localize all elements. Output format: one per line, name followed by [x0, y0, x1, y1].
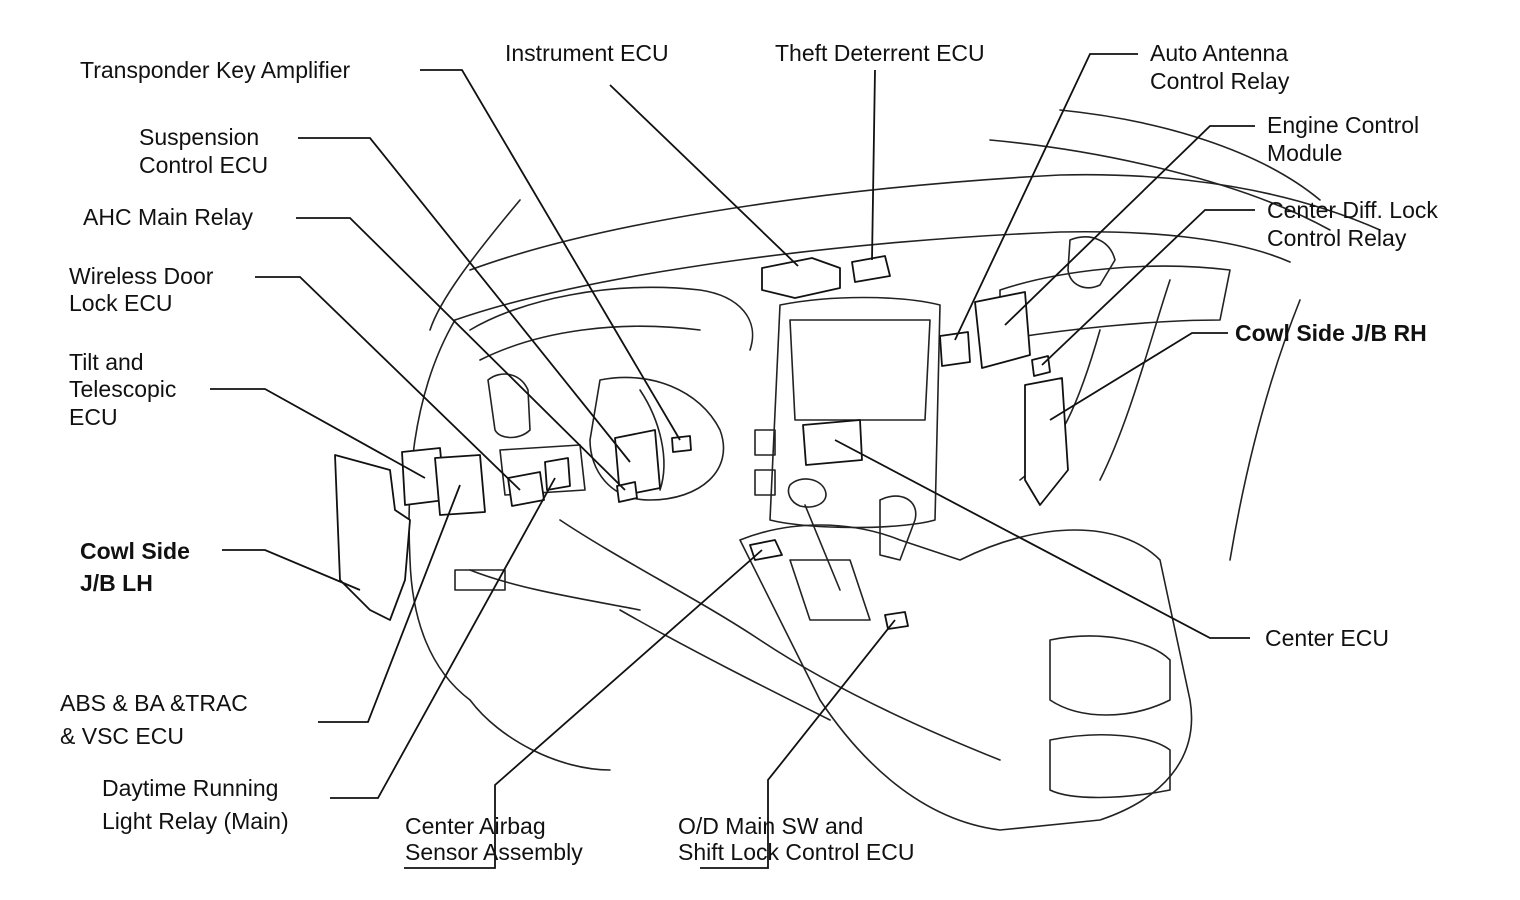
center-airbag-box	[749, 539, 783, 561]
label-center-diff-line2: Control Relay	[1267, 225, 1407, 251]
label-cowl-lh-line1: Cowl Side	[80, 538, 190, 564]
leader-engine-module	[1004, 125, 1255, 326]
label-abs-line1: ABS & BA &TRAC	[60, 690, 248, 716]
od-switch-box	[884, 611, 909, 630]
engine-control-module-box	[974, 291, 1031, 369]
label-tilt-line1: Tilt and	[69, 349, 144, 375]
label-instrument-ecu: Instrument ECU	[505, 40, 669, 66]
label-suspension-line1: Suspension	[139, 124, 259, 150]
label-center-ecu: Center ECU	[1265, 625, 1389, 651]
cowl-lh-jb-box	[334, 454, 411, 621]
leader-cowl-rh	[1049, 332, 1228, 421]
leader-transponder	[420, 69, 681, 441]
cowl-rh-jb-box	[1024, 377, 1069, 506]
leader-od	[700, 619, 896, 869]
label-od-line1: O/D Main SW and	[678, 813, 863, 839]
transponder-box	[671, 435, 692, 453]
leader-tilt	[210, 388, 426, 479]
leader-center-diff	[1041, 209, 1255, 366]
label-cowl-rh: Cowl Side J/B RH	[1235, 320, 1427, 346]
labels: Transponder Key Amplifier Instrument ECU…	[60, 40, 1438, 865]
leader-theft-ecu	[871, 69, 876, 261]
suspension-ecu-box	[614, 429, 661, 497]
leader-cowl-lh	[222, 549, 361, 591]
dashboard-outline	[408, 109, 1381, 831]
label-tilt-line3: ECU	[69, 404, 118, 430]
label-airbag-line1: Center Airbag	[405, 813, 546, 839]
label-tilt-line2: Telescopic	[69, 376, 176, 402]
auto-antenna-relay-box	[939, 331, 971, 367]
label-auto-antenna-line1: Auto Antenna	[1150, 40, 1288, 66]
label-center-diff-line1: Center Diff. Lock	[1267, 197, 1438, 223]
label-cowl-lh-line2: J/B LH	[80, 570, 153, 596]
label-ahc-relay: AHC Main Relay	[83, 204, 253, 230]
wireless-door-lock-ecu-box	[507, 471, 545, 507]
label-engine-line1: Engine Control	[1267, 112, 1419, 138]
label-od-line2: Shift Lock Control ECU	[678, 839, 914, 865]
theft-ecu-box	[851, 255, 891, 283]
leader-center-ecu	[834, 439, 1250, 639]
leader-abs	[318, 484, 461, 723]
label-engine-line2: Module	[1267, 140, 1342, 166]
leader-airbag	[404, 549, 763, 869]
label-airbag-line2: Sensor Assembly	[405, 839, 583, 865]
label-drl-line2: Light Relay (Main)	[102, 808, 289, 834]
label-suspension-line2: Control ECU	[139, 152, 268, 178]
label-transponder: Transponder Key Amplifier	[80, 57, 351, 83]
leader-ahc-relay	[296, 217, 626, 491]
label-theft-ecu: Theft Deterrent ECU	[775, 40, 985, 66]
drl-relay-box	[544, 457, 571, 491]
components	[334, 255, 1069, 630]
label-wireless-line2: Lock ECU	[69, 290, 173, 316]
instrument-ecu-box	[761, 257, 841, 299]
leader-suspension	[298, 137, 631, 463]
leader-auto-antenna	[954, 53, 1138, 341]
label-drl-line1: Daytime Running	[102, 775, 278, 801]
label-wireless-line1: Wireless Door	[69, 263, 214, 289]
leader-instrument-ecu	[609, 84, 799, 267]
center-ecu-box	[802, 419, 863, 466]
leader-drl	[330, 477, 556, 799]
leader-lines	[210, 53, 1255, 869]
leader-wireless	[255, 276, 521, 491]
label-abs-line2: & VSC ECU	[60, 723, 184, 749]
label-auto-antenna-line2: Control Relay	[1150, 68, 1290, 94]
